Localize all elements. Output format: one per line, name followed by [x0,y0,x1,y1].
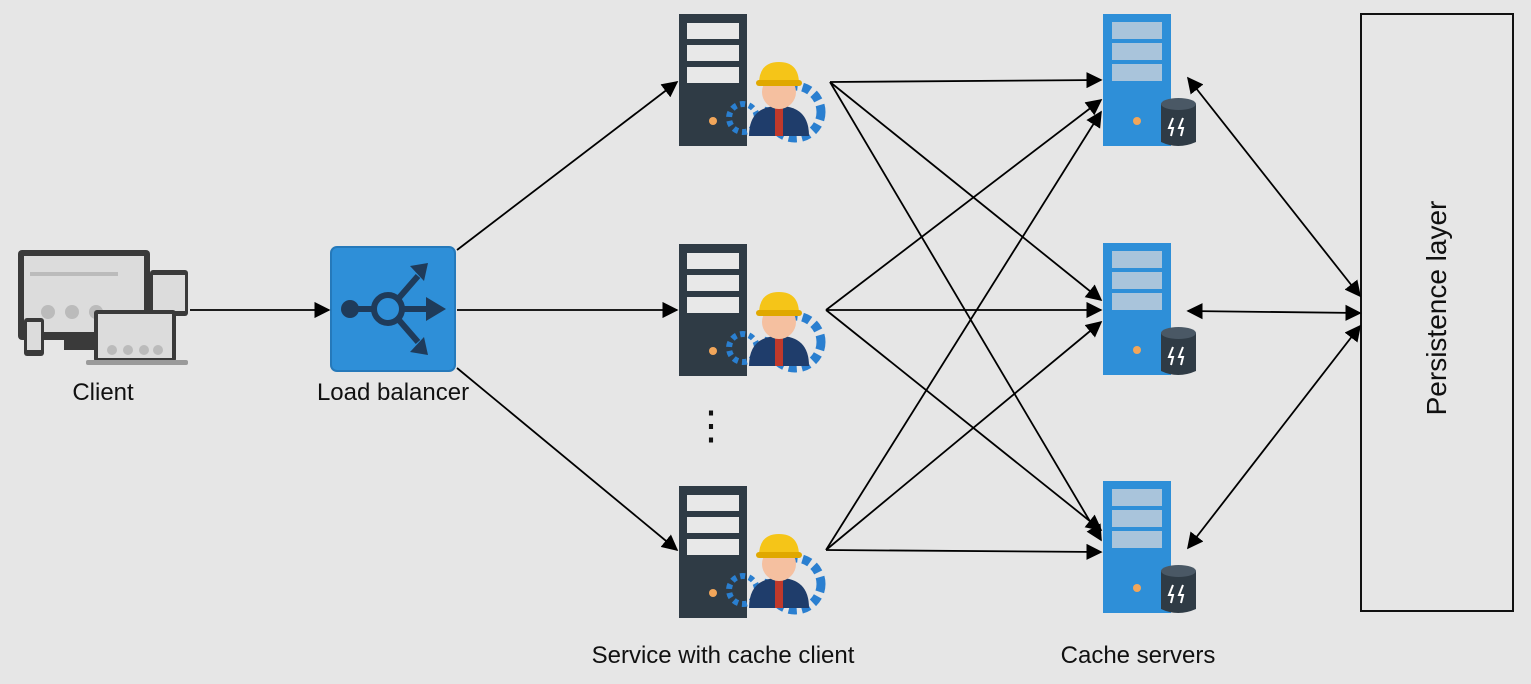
arrow-lb-service3 [456,367,679,552]
arrow-s3-c2 [825,320,1103,551]
arrow-s1-c2 [829,81,1103,302]
cache-server-2-icon [1102,242,1197,376]
arrow-s2-c3 [825,309,1103,532]
arrow-s2-c1 [825,99,1103,311]
service-server-3-icon [679,486,821,618]
arrow-c3-persist [1187,324,1361,550]
arrow-c2-persist [1186,303,1362,321]
cache-servers-label: Cache servers [1060,642,1216,669]
arrow-s1-c3 [829,81,1102,542]
load-balancer-label: Load balancer [316,379,470,406]
connection-arrows [190,72,1362,560]
arrow-s1-c1 [829,72,1103,89]
service-server-2-icon [679,244,821,376]
cache-server-1-icon [1102,13,1197,147]
service-label: Service with cache client [591,642,855,669]
arrow-lb-service1 [456,81,679,251]
persistence-layer-label: Persistence layer [1421,200,1452,416]
client-label: Client [72,379,134,406]
arrow-c1-persist [1186,76,1362,298]
ellipsis-marker: ⋮ [691,404,731,448]
arrow-s3-c3 [825,543,1103,560]
service-server-1-icon [679,14,821,146]
cache-server-3-icon [1102,480,1197,614]
client-devices-icon [18,250,188,365]
load-balancer-icon [330,246,456,372]
arrow-s3-c1 [825,110,1102,551]
